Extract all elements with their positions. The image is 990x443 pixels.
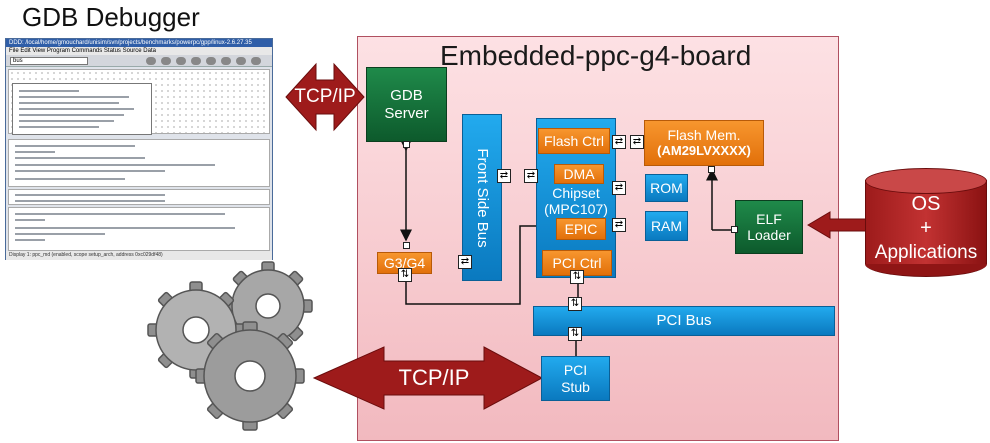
port-indicator: [403, 242, 410, 249]
swap-arrows-icon: ⇄: [497, 169, 511, 183]
gdb-status-bar: Display 1: ppc_md (enabled, scope setup_…: [6, 251, 272, 260]
rom-label: ROM: [650, 179, 683, 196]
g3g4-label: G3/G4: [383, 254, 426, 271]
front-side-bus-label: Front Side Bus: [473, 148, 491, 248]
gdb-menubar: File Edit View Program Commands Status S…: [6, 47, 272, 55]
flash-mem-label: Flash Mem.: [667, 127, 741, 144]
os-label: OS: [911, 192, 941, 215]
pci-stub-block: PCI Stub: [541, 356, 610, 401]
gdb-toolbar-button-icon: [191, 57, 201, 65]
gdb-console-window: [8, 207, 270, 251]
elf-loader-label-2: Loader: [747, 227, 791, 243]
swap-updown-icon: ⇅: [398, 268, 412, 282]
ram-label: RAM: [650, 217, 683, 234]
gears-icon: [147, 261, 313, 431]
gdb-argument-field: bus: [10, 57, 88, 65]
gdb-toolbar-button-icon: [161, 57, 171, 65]
pci-ctrl-label: PCI Ctrl: [552, 254, 602, 271]
swap-arrows-icon: ⇄: [612, 218, 626, 232]
flash-ctrl-label: Flash Ctrl: [544, 132, 604, 149]
gdb-server-label: GDB Server: [384, 87, 429, 122]
elf-to-os-arrow: [807, 211, 871, 239]
board-title: Embedded-ppc-g4-board: [440, 40, 752, 71]
gdb-window: DDD: /local/home/gmouchard/unisim/svn/pr…: [5, 38, 273, 260]
gdb-toolbar-button-icon: [176, 57, 186, 65]
os-plus-label: +: [920, 216, 932, 239]
swap-arrows-icon: ⇄: [524, 169, 538, 183]
flash-mem-part-label: (AM29LVXXXX): [657, 142, 751, 158]
tcpip-bottom-label: TCP/IP: [398, 365, 470, 391]
port-indicator: [731, 226, 738, 233]
os-cylinder-top: [865, 168, 987, 194]
chipset-label: Chipset: [552, 184, 600, 201]
port-indicator: [708, 166, 715, 173]
gdb-server-block: GDB Server: [366, 67, 447, 142]
gdb-data-panel: [12, 83, 152, 135]
swap-updown-icon: ⇅: [570, 270, 584, 284]
gdb-window-title: DDD: /local/home/gmouchard/unisim/svn/pr…: [6, 39, 272, 47]
gdb-machine-code-window: [8, 189, 270, 205]
gdb-toolbar-button-icon: [206, 57, 216, 65]
os-cylinder-body: [865, 180, 987, 264]
gdb-toolbar-button-icon: [251, 57, 261, 65]
swap-updown-icon: ⇅: [568, 297, 582, 311]
gdb-toolbar-button-icon: [221, 57, 231, 65]
epic-label: EPIC: [564, 220, 598, 237]
swap-updown-icon: ⇅: [568, 327, 582, 341]
gdb-debugger-title: GDB Debugger: [22, 2, 200, 32]
pci-bus-label: PCI Bus: [656, 312, 712, 330]
front-side-bus-block: [462, 114, 502, 281]
applications-label: Applications: [874, 242, 978, 264]
pci-stub-label: PCI: [563, 362, 588, 379]
swap-arrows-icon: ⇄: [612, 135, 626, 149]
pci-ctrl-block: PCI Ctrl: [542, 250, 612, 276]
epic-block: EPIC: [556, 218, 606, 240]
swap-arrows-icon: ⇄: [458, 255, 472, 269]
elf-loader-label: ELF: [756, 210, 782, 227]
pci-stub-label-2: Stub: [561, 378, 590, 395]
rom-block: ROM: [645, 174, 688, 202]
flash-mem-block: Flash Mem. (AM29LVXXXX): [644, 120, 764, 166]
tcpip-top-label: TCP/IP: [294, 86, 356, 108]
swap-arrows-icon: ⇄: [630, 135, 644, 149]
dma-label: DMA: [563, 165, 595, 182]
tcpip-top-arrow: [285, 62, 365, 132]
dma-block: DMA: [554, 164, 604, 184]
flash-ctrl-block: Flash Ctrl: [538, 128, 610, 154]
gdb-toolbar-button-icon: [236, 57, 246, 65]
pci-bus-block: PCI Bus: [533, 306, 835, 336]
swap-arrows-icon: ⇄: [612, 181, 626, 195]
port-indicator: [403, 141, 410, 148]
gdb-source-window: [8, 139, 270, 187]
elf-loader-block: ELF Loader: [735, 200, 803, 254]
ram-block: RAM: [645, 211, 688, 241]
gdb-toolbar-button-icon: [146, 57, 156, 65]
chipset-model-label: (MPC107): [544, 200, 608, 217]
